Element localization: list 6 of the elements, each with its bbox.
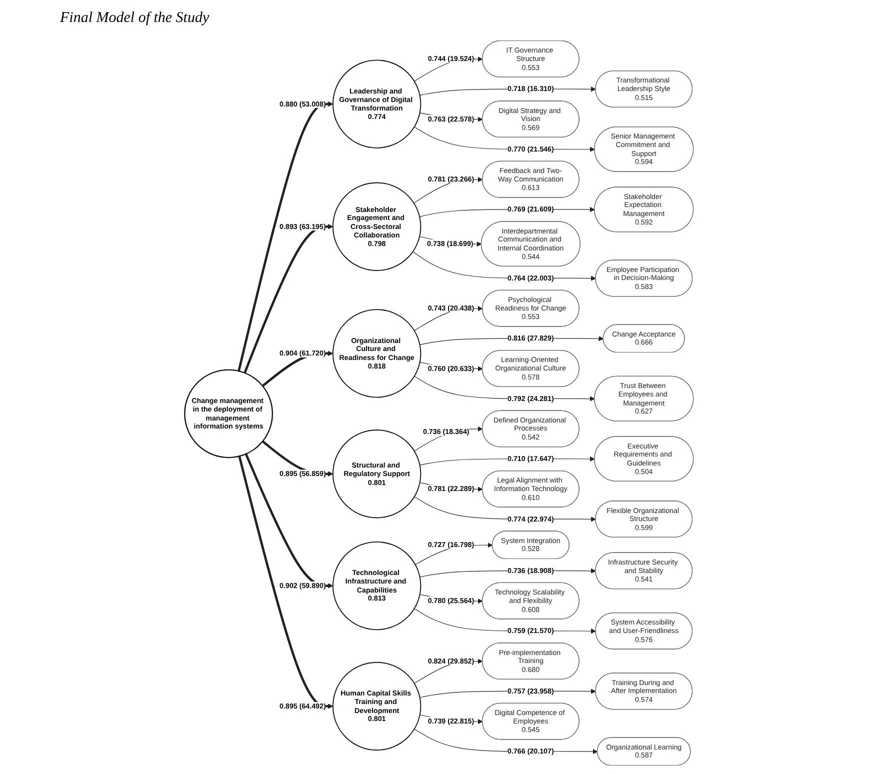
arrow [238,456,334,709]
arrow [414,426,483,452]
arrow [244,454,334,588]
arrow [244,224,334,374]
figure-title: Final Model of the Study [60,10,210,27]
arrow [238,101,334,372]
